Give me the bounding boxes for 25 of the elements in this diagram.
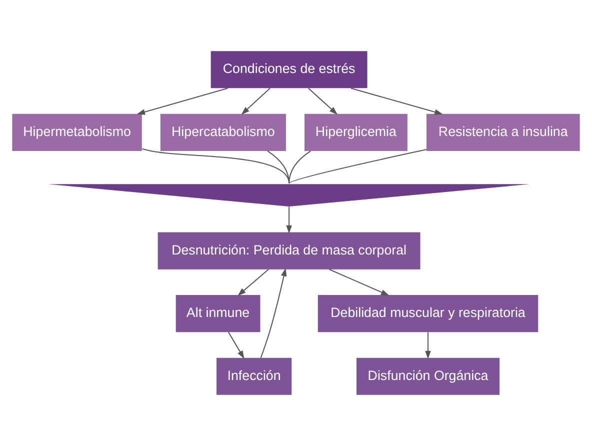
node-box: Condiciones de estrés: [210, 50, 368, 88]
arrow: [425, 332, 431, 359]
arrow: [286, 206, 292, 234]
node-box: Resistencia a insulina: [426, 113, 580, 150]
connector: [267, 150, 290, 183]
node-triangle: [48, 184, 530, 206]
node-box: Hiperglicemia: [304, 113, 408, 150]
arrow: [329, 268, 390, 296]
node-box: Disfunción Orgánica: [356, 357, 500, 394]
arrow: [260, 267, 287, 358]
arrow: [350, 87, 443, 114]
arrow: [136, 87, 228, 114]
node-box: Hipercatabolismo: [160, 113, 286, 150]
connector: [288, 150, 311, 183]
node-box: Alt inmune: [176, 294, 260, 332]
node-box: Infección: [216, 357, 292, 394]
node-box: Hipermetabolismo: [12, 113, 142, 150]
arrow: [308, 87, 338, 114]
arrow: [238, 268, 269, 296]
connector: [142, 148, 290, 184]
node-box: Desnutrición: Perdida de masa corporal: [158, 232, 420, 269]
connector: [288, 148, 427, 184]
node-box: Debilidad muscular y respiratoria: [318, 294, 538, 332]
arrow: [228, 331, 244, 358]
arrow: [241, 87, 270, 114]
